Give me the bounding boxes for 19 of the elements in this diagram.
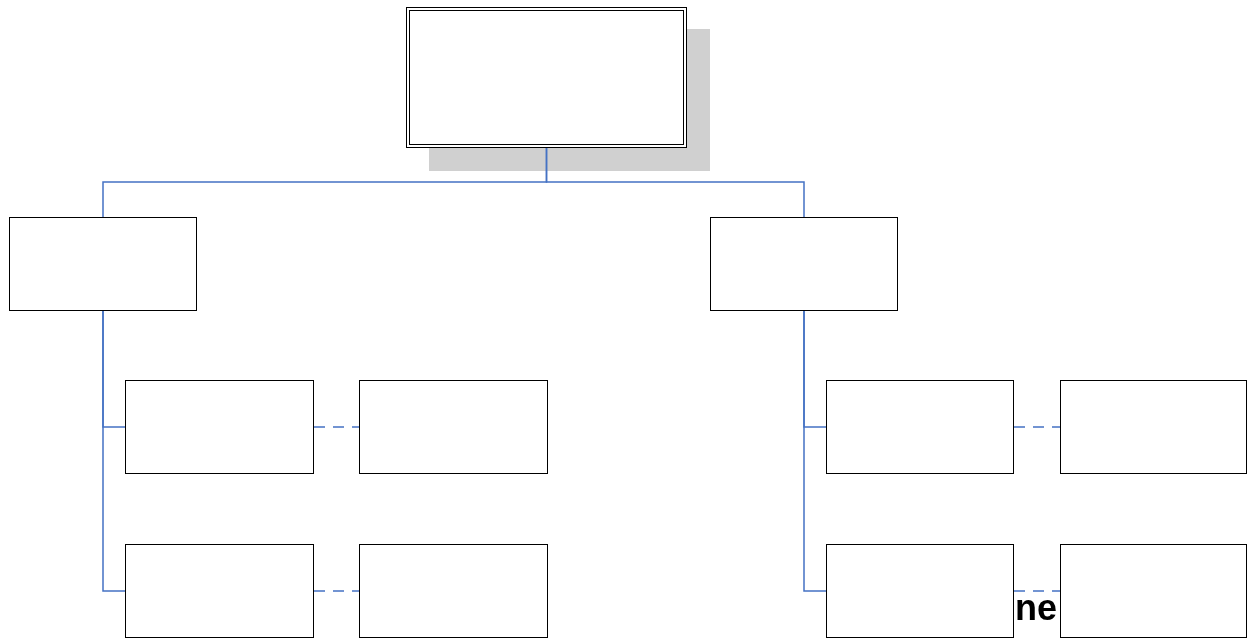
dashed-connector	[1013, 590, 1061, 592]
empty-box	[826, 380, 1014, 474]
dashed-connector	[1013, 426, 1061, 428]
empty-box	[9, 217, 197, 311]
empty-box	[359, 544, 548, 638]
dashed-connector	[313, 590, 360, 592]
connector-line	[102, 310, 126, 592]
dashed-connector	[313, 426, 360, 428]
empty-box	[1060, 380, 1247, 474]
empty-box	[359, 380, 548, 474]
empty-box	[710, 217, 898, 311]
connector-line	[803, 310, 827, 592]
empty-box	[1060, 544, 1247, 638]
double-border-box	[406, 7, 687, 148]
empty-box	[125, 544, 314, 638]
connector-line	[545, 147, 805, 218]
empty-box	[826, 544, 1014, 638]
text-fragment: ne	[1015, 590, 1057, 626]
empty-box	[125, 380, 314, 474]
